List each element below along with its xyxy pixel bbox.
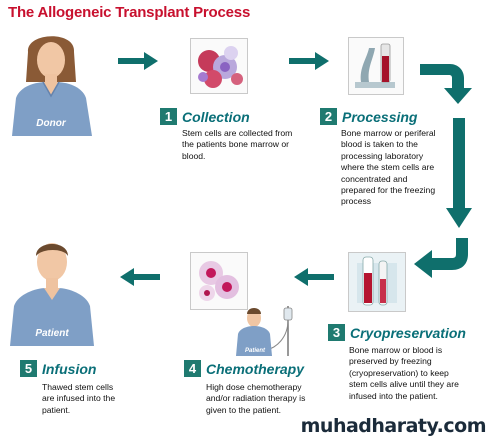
step-5-description: Thawed stem cells are infused into the p… [42, 382, 116, 415]
collection-cells-image [190, 38, 248, 94]
diagram-title: The Allogeneic Transplant Process [8, 4, 251, 21]
step-2-title: Processing [342, 109, 418, 125]
step-4-number: 4 [184, 360, 201, 377]
small-patient-label: Patient [244, 348, 265, 354]
step-3-number: 3 [328, 324, 345, 341]
arrow-right-2 [289, 50, 331, 72]
donor-label: Donor [36, 118, 66, 129]
step-3-description: Bone marrow or blood is preserved by fre… [349, 345, 459, 401]
site-watermark: muhadharaty.com [300, 415, 487, 437]
step-1-number: 1 [160, 108, 177, 125]
arrow-down-right-side [446, 118, 472, 230]
step-2-number: 2 [320, 108, 337, 125]
patient-figure: Patient [6, 234, 98, 346]
arrow-left-1 [292, 266, 334, 288]
cryopreservation-image [348, 252, 406, 312]
donor-figure: Donor [6, 24, 96, 136]
step-4-description: High dose chemotherapy and/or radiation … [206, 382, 306, 415]
patient-label: Patient [35, 328, 69, 339]
step-4-title: Chemotherapy [206, 361, 305, 377]
step-1-description: Stem cells are collected from the patien… [182, 128, 293, 161]
arrow-right-1 [118, 50, 160, 72]
arrow-curve-left [412, 238, 474, 284]
arrow-left-2 [118, 266, 160, 288]
processing-lab-image [348, 37, 404, 95]
step-1-title: Collection [182, 109, 250, 125]
step-3-title: Cryopreservation [350, 325, 466, 341]
arrow-curve-down-1 [420, 58, 476, 108]
step-2-description: Bone marrow or periferal blood is taken … [341, 128, 436, 207]
step-5-title: Infusion [42, 361, 97, 377]
chemotherapy-cells-image [190, 252, 248, 310]
step-5-number: 5 [20, 360, 37, 377]
chemotherapy-patient-figure: Patient [232, 304, 298, 362]
